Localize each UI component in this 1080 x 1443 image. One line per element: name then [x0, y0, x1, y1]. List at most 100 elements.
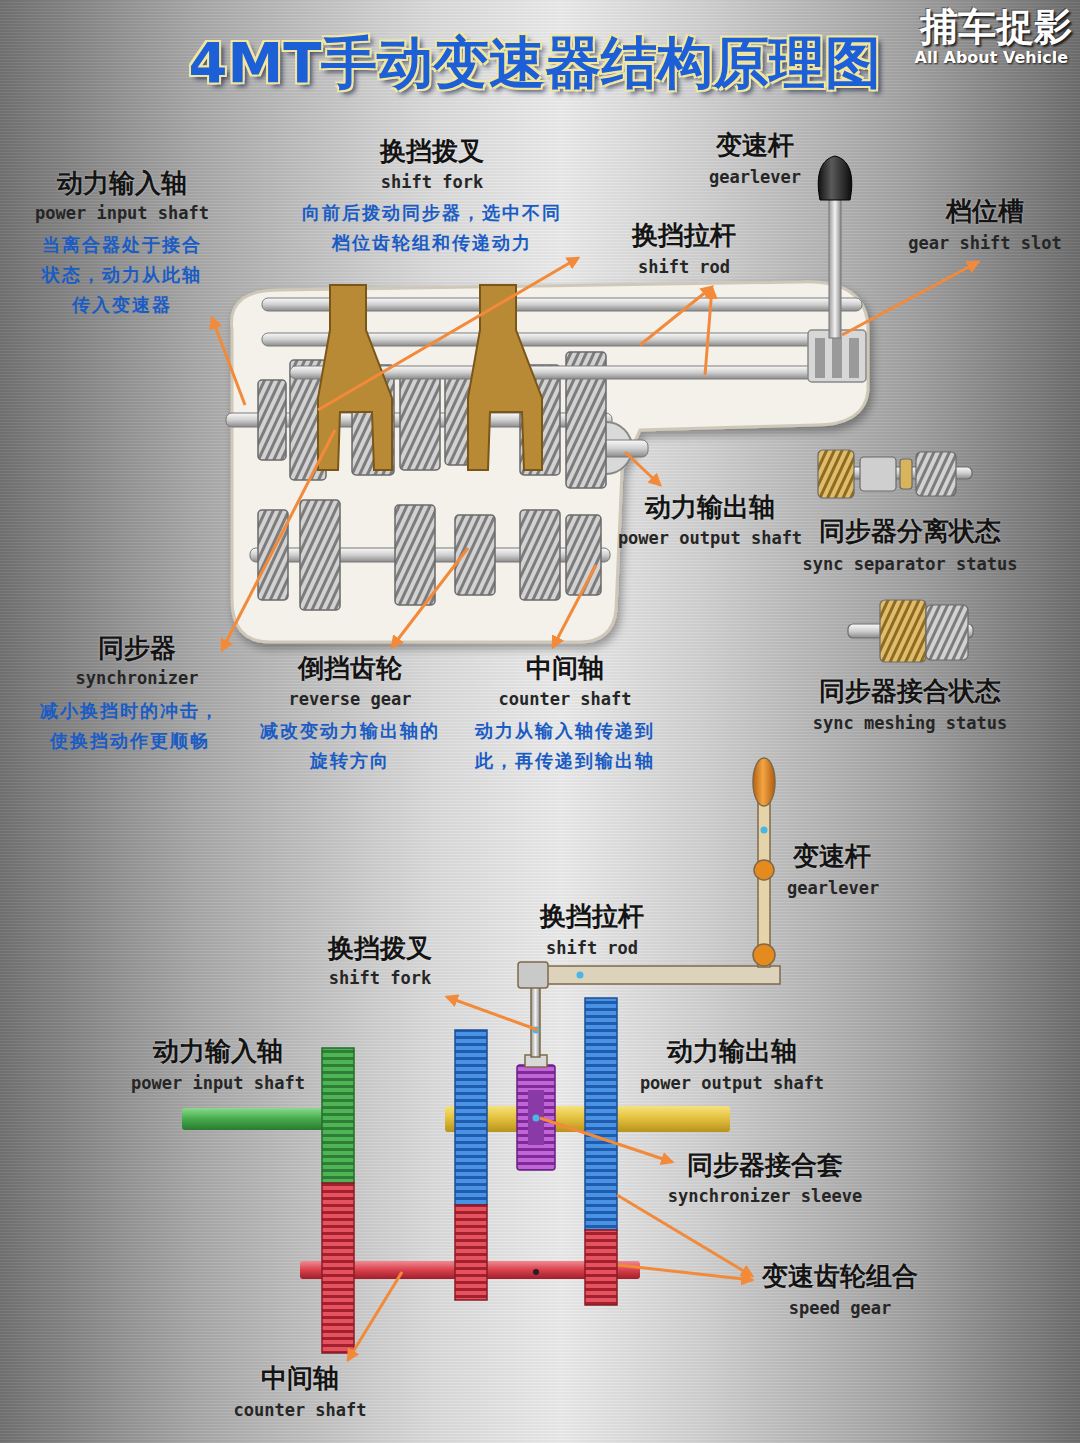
leader-line: [222, 430, 335, 650]
part-name-english: shift rod: [638, 257, 730, 278]
gear-lever: [818, 156, 852, 200]
shift-linkage: [753, 758, 775, 806]
synchronizer-picture: [848, 600, 973, 662]
part-name-english: power input shaft: [131, 1073, 305, 1094]
part-note: 减小换挡时的冲击，使换挡动作更顺畅: [38, 696, 223, 756]
part-name-english: power input shaft: [35, 203, 209, 224]
gear-lever: [815, 338, 825, 378]
synchronizer-picture: [818, 450, 972, 498]
leader-line: [212, 318, 245, 405]
leader-line: [447, 997, 538, 1030]
gear-lever: [832, 338, 842, 378]
part-name-english: counter shaft: [498, 689, 631, 710]
leader-line: [617, 1195, 752, 1276]
synchronizer-sleeve: [517, 1065, 555, 1170]
part-name: 换挡拉杆: [632, 220, 736, 251]
part-name-english: gearlever: [787, 878, 879, 899]
shaft: [182, 1108, 332, 1130]
synchronizer-picture: [860, 457, 896, 491]
part-name: 同步器分离状态: [819, 516, 1001, 547]
leader-line: [625, 452, 660, 485]
part-name-english: sync separator status: [803, 554, 1018, 575]
marker-dot: [533, 1115, 540, 1122]
gear: [300, 500, 340, 610]
part-name-english: synchronizer sleeve: [668, 1186, 862, 1207]
part-name: 同步器: [98, 633, 176, 664]
gear: [258, 380, 286, 460]
part-name: 中间轴: [526, 653, 604, 684]
synchronizer-sleeve: [517, 1065, 555, 1170]
diagram-title: 4MT手动变速器结构原理图: [189, 30, 882, 96]
gear: [322, 1048, 354, 1183]
leader-line: [705, 288, 712, 375]
gear-lever: [829, 196, 841, 338]
gear: [585, 1230, 617, 1305]
leader-line: [318, 258, 578, 410]
gear: [455, 1030, 487, 1205]
part-note: 减改变动力输出轴的旋转方向: [258, 716, 443, 776]
gearbox-housing: [231, 282, 868, 642]
gear: [322, 1183, 354, 1353]
leader-line: [348, 1272, 402, 1360]
part-name-english: speed gear: [789, 1298, 891, 1319]
part-name-english: sync meshing status: [813, 713, 1007, 734]
part-name: 换挡拉杆: [540, 901, 644, 932]
gear: [585, 998, 617, 1230]
part-name-english: synchronizer: [76, 668, 199, 689]
gear: [455, 1205, 487, 1300]
synchronizer-picture: [926, 605, 968, 660]
part-name: 变速齿轮组合: [762, 1261, 918, 1292]
part-name: 倒挡齿轮: [298, 653, 402, 684]
part-name: 动力输入轴: [57, 168, 187, 199]
gear: [258, 510, 288, 600]
part-name-english: shift fork: [381, 172, 483, 193]
shift-linkage: [754, 860, 774, 880]
part-name-english: gear shift slot: [908, 233, 1062, 254]
gear-lever: [849, 338, 859, 378]
gear: [520, 510, 560, 600]
part-name: 档位槽: [946, 196, 1024, 227]
leader-line: [842, 262, 978, 335]
leader-line: [553, 565, 596, 647]
part-name: 换挡拨叉: [328, 933, 432, 964]
part-name: 同步器接合状态: [819, 676, 1001, 707]
shift-fork: [468, 285, 542, 470]
synchronizer-picture: [900, 459, 912, 489]
gear: [400, 370, 440, 470]
marker-dot: [533, 1269, 539, 1275]
gear: [322, 998, 617, 1353]
part-name-english: shift fork: [329, 968, 431, 989]
gearbox-shaft: [600, 440, 648, 457]
leader-line: [618, 1265, 752, 1280]
synchronizer-picture: [818, 450, 854, 498]
part-name: 变速杆: [793, 841, 871, 872]
leader-line: [540, 1118, 672, 1162]
gear: [566, 515, 601, 595]
shift-linkage: [518, 758, 780, 1067]
part-name: 换挡拨叉: [380, 136, 484, 167]
part-name-english: power output shaft: [640, 1073, 824, 1094]
part-note: 当离合器处于接合状态，动力从此轴传入变速器: [37, 230, 207, 320]
part-note: 动力从输入轴传递到此，再传递到输出轴: [473, 716, 658, 776]
part-name-english: gearlever: [709, 167, 801, 188]
shift-linkage: [518, 962, 548, 988]
leader-line: [392, 548, 468, 647]
marker-dot: [577, 972, 584, 979]
gear: [395, 505, 435, 605]
shift-linkage: [758, 795, 770, 967]
shift-linkage: [753, 944, 775, 966]
marker-dot: [761, 827, 768, 834]
part-name-english: power output shaft: [618, 528, 802, 549]
watermark: 捕车捉影: [920, 6, 1072, 48]
part-note: 向前后拨动同步器，选中不同档位齿轮组和传递动力: [297, 198, 567, 258]
part-name-english: reverse gear: [289, 689, 412, 710]
watermark: All About Vehicle: [915, 48, 1068, 68]
part-name: 动力输出轴: [667, 1036, 797, 1067]
part-name: 中间轴: [261, 1363, 339, 1394]
gear-lever: [808, 156, 866, 382]
part-name: 变速杆: [716, 130, 794, 161]
leader-line: [212, 258, 978, 1360]
shift-fork: [318, 285, 542, 470]
part-name: 动力输出轴: [645, 492, 775, 523]
part-name-english: shift rod: [546, 938, 638, 959]
